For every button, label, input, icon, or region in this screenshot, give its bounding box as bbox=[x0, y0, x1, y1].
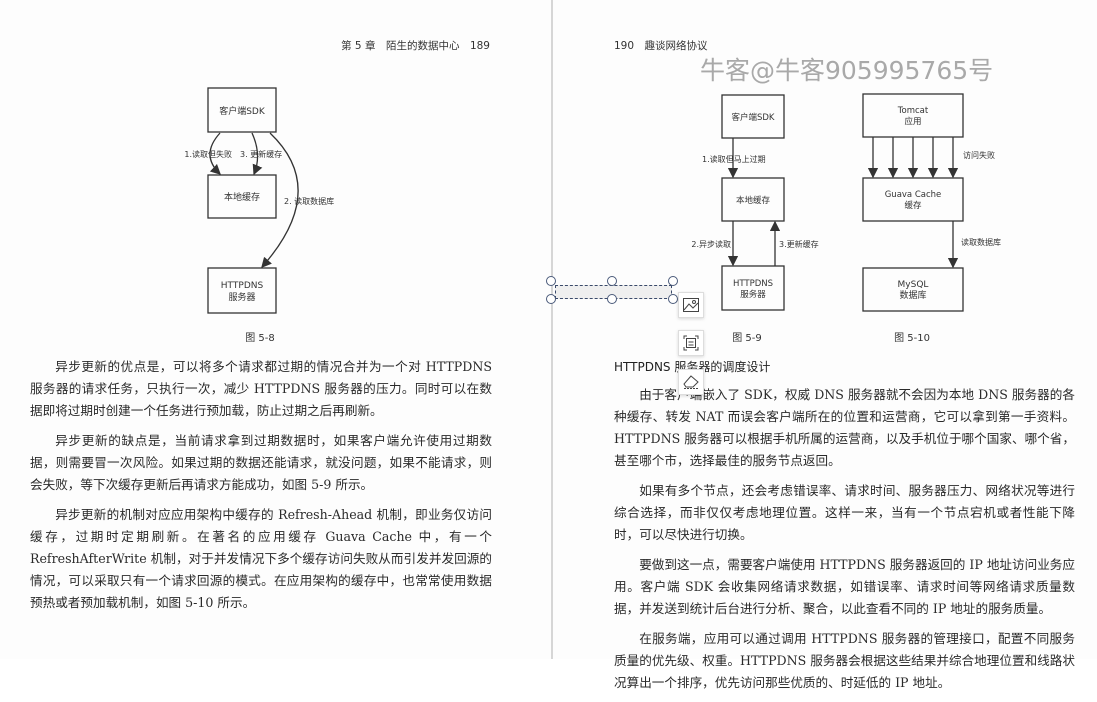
node-label: 服务器 bbox=[228, 291, 255, 303]
node-local-cache bbox=[207, 174, 277, 219]
left-body: 异步更新的优点是，可以将多个请求都过期的情况合并为一个对 HTTPDNS 服务器… bbox=[30, 356, 492, 622]
node-label: MySQL bbox=[898, 280, 929, 290]
paragraph: 异步更新的机制对应应用架构中缓存的 Refresh-Ahead 机制，即业务仅访… bbox=[30, 507, 492, 610]
text-recognition-icon bbox=[683, 335, 699, 351]
image-icon bbox=[683, 298, 699, 312]
edge-label: 访问失败 bbox=[963, 150, 995, 160]
node-httpdns-server bbox=[207, 267, 277, 314]
resize-handle[interactable] bbox=[607, 276, 617, 286]
resize-handle[interactable] bbox=[668, 294, 678, 304]
image-button[interactable] bbox=[678, 292, 704, 318]
edge-update-cache bbox=[251, 132, 263, 176]
edge-label: 2.异步读取 bbox=[691, 239, 731, 249]
node-label: HTTPDNS bbox=[221, 281, 264, 291]
resize-handle[interactable] bbox=[546, 294, 556, 304]
edge-read-db bbox=[261, 132, 299, 268]
resize-handle[interactable] bbox=[668, 276, 678, 286]
resize-handle[interactable] bbox=[546, 276, 556, 286]
edge-label: 读取数据库 bbox=[961, 237, 1001, 247]
resize-handle[interactable] bbox=[607, 294, 617, 304]
node-label: Tomcat bbox=[897, 106, 929, 116]
paragraph: 异步更新的缺点是，当前请求拿到过期数据时，如果客户端允许使用过期数据，则需要冒一… bbox=[30, 433, 492, 492]
node-label: 本地缓存 bbox=[736, 195, 771, 206]
right-body: HTTPDNS 服务器的调度设计 由于客户端嵌入了 SDK，权威 DNS 服务器… bbox=[614, 358, 1075, 702]
page-header: 第 5 章 陌生的数据中心 189 bbox=[341, 40, 490, 52]
edge-label: 3.更新缓存 bbox=[779, 239, 819, 249]
figure-5-8 bbox=[207, 87, 299, 314]
eraser-button[interactable] bbox=[678, 369, 704, 395]
node-label: 客户端SDK bbox=[731, 112, 774, 123]
edge-read-fail bbox=[209, 132, 221, 175]
right-page: 190 趣谈网络协议 HTTPDNS 服务器的调度设计 由于客户端嵌入了 SDK… bbox=[553, 0, 1097, 690]
node-label: 客户端SDK bbox=[219, 105, 266, 117]
edge-label: 1.读取但失败 bbox=[184, 149, 232, 159]
edge-label: 1.读取但马上过期 bbox=[702, 154, 766, 164]
figure-caption: 图 5-9 bbox=[732, 332, 762, 344]
edge-label: 3. 更新缓存 bbox=[240, 149, 282, 159]
paragraph: 异步更新的优点是，可以将多个请求都过期的情况合并为一个对 HTTPDNS 服务器… bbox=[30, 359, 492, 418]
page-divider bbox=[551, 0, 553, 659]
figures: 客户端SDK 本地缓存 HTTPDNS 服务器 1.读取但失败 3. 更新缓存 … bbox=[184, 87, 1001, 344]
node-label: 本地缓存 bbox=[224, 191, 260, 203]
page-header: 190 趣谈网络协议 bbox=[614, 40, 708, 52]
paragraph: 要做到这一点，需要客户端使用 HTTPDNS 服务器返回的 IP 地址访问业务应… bbox=[614, 557, 1075, 616]
node-label: Guava Cache bbox=[885, 190, 942, 200]
section-title: HTTPDNS 服务器的调度设计 bbox=[614, 360, 771, 374]
paragraph: 如果有多个节点，还会考虑错误率、请求时间、服务器压力、网络状况等进行综合选择，而… bbox=[614, 483, 1075, 542]
figure-caption: 图 5-10 bbox=[894, 332, 930, 344]
figure-5-9 bbox=[721, 94, 785, 311]
watermark: 牛客@牛客905995765号 bbox=[700, 56, 994, 85]
node-label: 数据库 bbox=[899, 289, 926, 301]
paragraph: 由于客户端嵌入了 SDK，权威 DNS 服务器就不会因为本地 DNS 服务器的各… bbox=[614, 387, 1075, 468]
node-client-sdk bbox=[207, 87, 277, 133]
node-label: HTTPDNS bbox=[733, 279, 773, 289]
text-recognition-button[interactable] bbox=[678, 330, 704, 356]
figure-caption: 图 5-8 bbox=[245, 332, 275, 344]
eraser-icon bbox=[683, 375, 699, 389]
node-label: 服务器 bbox=[740, 289, 766, 300]
node-label: 应用 bbox=[904, 116, 921, 127]
node-label: 缓存 bbox=[904, 200, 922, 211]
figure-5-10 bbox=[862, 93, 964, 312]
edge-label: 2. 读取数据库 bbox=[284, 196, 334, 206]
